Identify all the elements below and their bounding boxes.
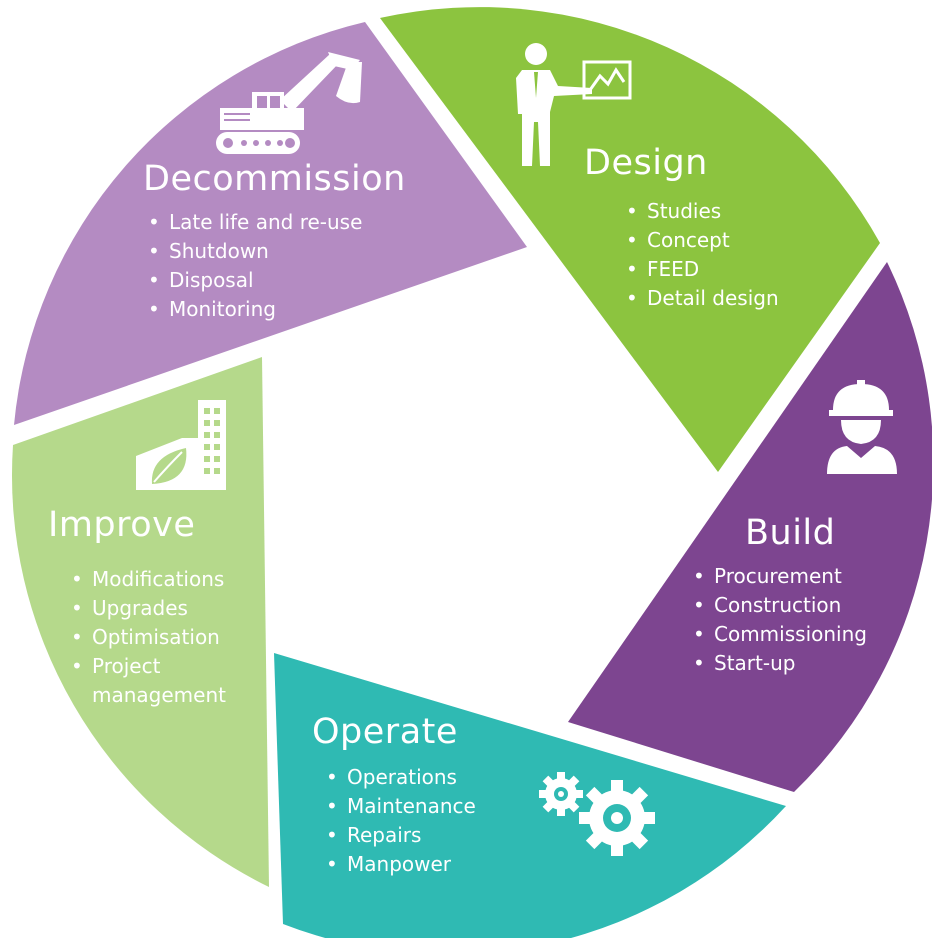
list-item: Construction	[690, 591, 867, 620]
list-item: Repairs	[323, 821, 476, 850]
list-item: Concept	[623, 226, 779, 255]
green-building-icon	[136, 400, 226, 490]
list-item: Procurement	[690, 562, 867, 591]
gears-icon	[539, 772, 655, 856]
list-item: Manpower	[323, 850, 476, 879]
decommission-title: Decommission	[143, 159, 406, 199]
list-item: Commissioning	[690, 620, 867, 649]
list-item: Operations	[323, 763, 476, 792]
list-item: Upgrades	[68, 594, 226, 623]
excavator-icon	[216, 52, 362, 154]
build-bullets: Procurement Construction Commissioning S…	[690, 562, 867, 678]
design-bullets: Studies Concept FEED Detail design	[623, 197, 779, 313]
operate-bullets: Operations Maintenance Repairs Manpower	[323, 763, 476, 879]
list-item: Disposal	[145, 266, 362, 295]
hard-hat-worker-icon	[827, 380, 897, 474]
list-item: Modifications	[68, 565, 226, 594]
build-title: Build	[745, 513, 836, 553]
list-item: Monitoring	[145, 295, 362, 324]
design-title: Design	[584, 143, 708, 183]
list-item: FEED	[623, 255, 779, 284]
list-item: Detail design	[623, 284, 779, 313]
list-item-continuation: management	[92, 683, 226, 707]
presenter-icon	[516, 43, 632, 166]
list-item: Late life and re-use	[145, 208, 362, 237]
list-item: Start-up	[690, 649, 867, 678]
list-item: Optimisation	[68, 623, 226, 652]
list-item: Maintenance	[323, 792, 476, 821]
list-item: Studies	[623, 197, 779, 226]
list-item: Shutdown	[145, 237, 362, 266]
improve-bullets: Modifications Upgrades Optimisation Proj…	[68, 565, 226, 710]
list-item: Project	[68, 652, 226, 681]
decommission-bullets: Late life and re-use Shutdown Disposal M…	[145, 208, 362, 324]
operate-title: Operate	[312, 712, 458, 752]
improve-title: Improve	[48, 505, 196, 545]
